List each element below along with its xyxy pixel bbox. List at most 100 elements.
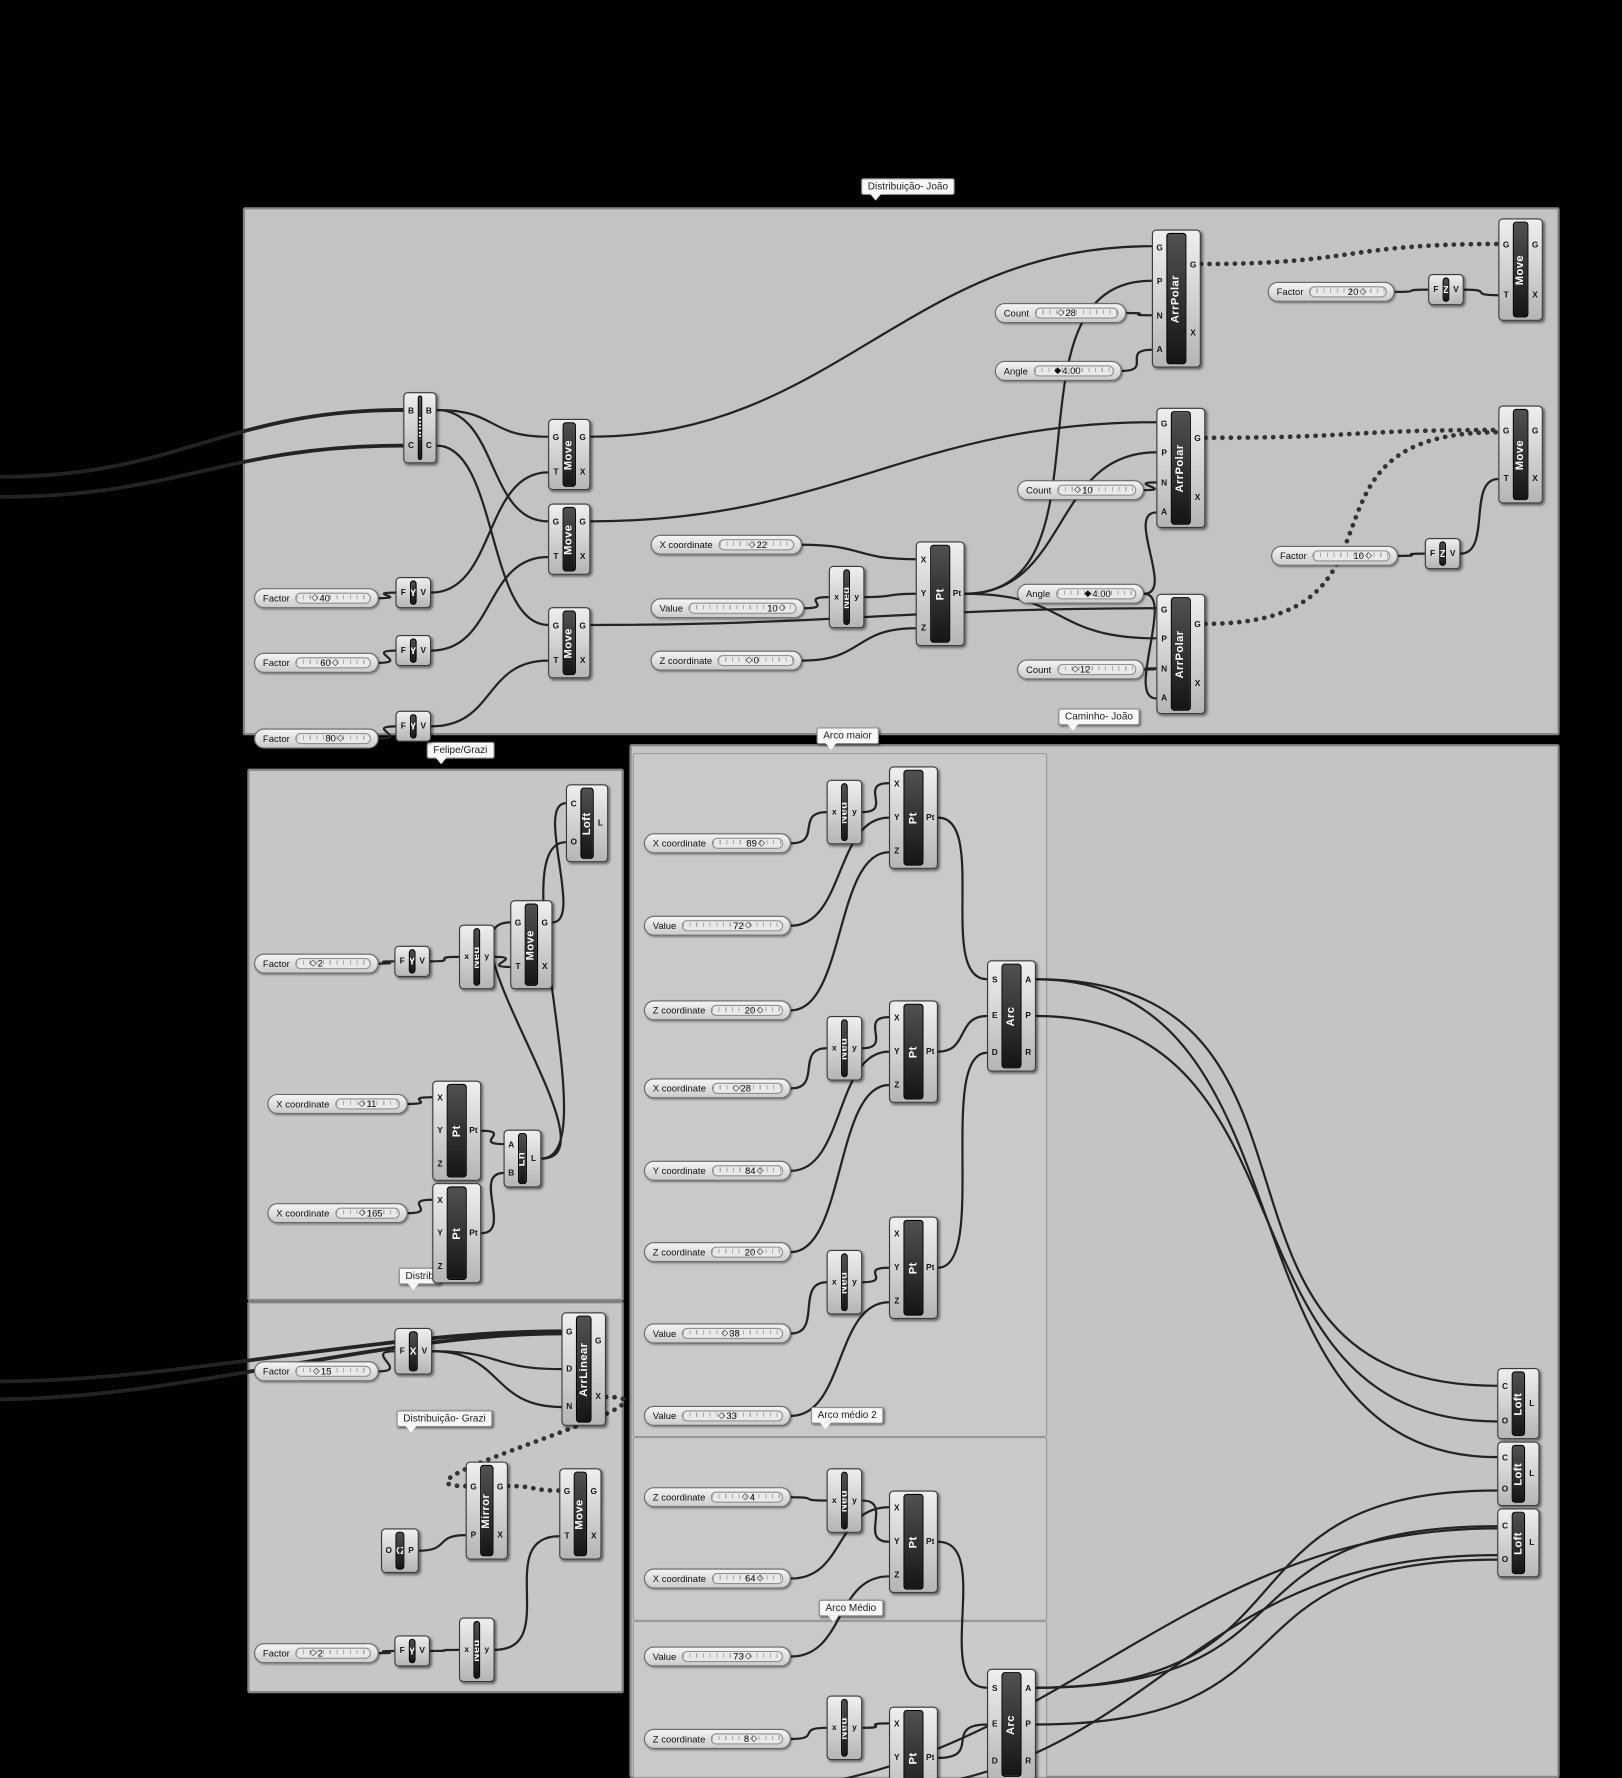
port-out-L[interactable]: L bbox=[1529, 1537, 1535, 1548]
wire[interactable] bbox=[790, 1050, 889, 1172]
wire[interactable] bbox=[436, 408, 549, 438]
slider-track[interactable]: ◇10 bbox=[1056, 484, 1137, 496]
slider-value[interactable]: ◇22 bbox=[748, 539, 767, 550]
port-out-X[interactable]: X bbox=[1194, 492, 1201, 503]
port-in-O[interactable]: O bbox=[1501, 1554, 1509, 1565]
slider-track[interactable]: 60◇ bbox=[295, 657, 371, 669]
group-tag-6[interactable]: Arco médio 2 bbox=[810, 1406, 884, 1430]
port-in-Y[interactable]: Y bbox=[893, 1536, 900, 1547]
wire[interactable] bbox=[964, 592, 1157, 640]
slider-value[interactable]: ◇15 bbox=[313, 1366, 332, 1377]
wire-dashed[interactable] bbox=[505, 1483, 562, 1493]
port-out-Pt[interactable]: Pt bbox=[926, 1262, 935, 1273]
wire[interactable] bbox=[1463, 288, 1499, 297]
wire[interactable] bbox=[552, 802, 567, 924]
port-in-X[interactable]: X bbox=[437, 1092, 443, 1103]
slider-track[interactable]: ◇11 bbox=[335, 1098, 400, 1110]
wire[interactable] bbox=[937, 1540, 988, 1689]
slider-value[interactable]: ◇4 bbox=[742, 1491, 755, 1502]
wire[interactable] bbox=[378, 960, 395, 965]
wire[interactable] bbox=[494, 955, 511, 969]
slider-knob-icon[interactable]: ◇ bbox=[744, 919, 752, 930]
slider-knob-icon[interactable]: ◇ bbox=[745, 654, 753, 665]
wire[interactable] bbox=[1394, 288, 1429, 293]
wire[interactable] bbox=[481, 1171, 504, 1235]
slider-xcoord-11[interactable]: X coordinate◇11 bbox=[267, 1093, 408, 1114]
port-in-A[interactable]: A bbox=[1156, 344, 1163, 355]
port-out-X[interactable]: X bbox=[497, 1529, 503, 1540]
port-out-R[interactable]: R bbox=[1025, 1047, 1032, 1058]
port-in-Z[interactable]: Z bbox=[920, 622, 927, 633]
wire[interactable] bbox=[964, 451, 1157, 595]
port-in-X[interactable]: X bbox=[893, 1719, 900, 1730]
port-in-G[interactable]: G bbox=[1160, 418, 1168, 429]
port-out-V[interactable]: V bbox=[420, 721, 427, 732]
port-out-G[interactable]: G bbox=[1194, 433, 1201, 444]
port-out-Pt[interactable]: Pt bbox=[926, 1046, 935, 1057]
port-out-y[interactable]: y bbox=[484, 1644, 490, 1655]
slider-track[interactable]: 10◇ bbox=[1312, 550, 1391, 562]
port-in-D[interactable]: D bbox=[991, 1755, 998, 1766]
group-tag-5[interactable]: Distribuição- Grazi bbox=[396, 1410, 493, 1433]
slider-xcoord-28[interactable]: X coordinate◇28 bbox=[643, 1078, 791, 1099]
port-in-Y[interactable]: Y bbox=[920, 588, 927, 599]
slider-value-38[interactable]: Value◇38 bbox=[643, 1323, 791, 1344]
wire[interactable] bbox=[790, 1496, 827, 1502]
wire[interactable] bbox=[431, 471, 549, 594]
port-in-D[interactable]: D bbox=[566, 1363, 573, 1374]
slider-value[interactable]: 72◇ bbox=[733, 920, 752, 931]
slider-knob-icon[interactable]: ◇ bbox=[311, 592, 319, 603]
slider-knob-icon[interactable]: ◇ bbox=[721, 1327, 729, 1338]
port-in-S[interactable]: S bbox=[991, 1682, 998, 1693]
slider-value[interactable]: ◇28 bbox=[1057, 307, 1076, 318]
port-in-Y[interactable]: Y bbox=[893, 1046, 900, 1057]
port-in-P[interactable]: P bbox=[1161, 447, 1167, 458]
port-out-V[interactable]: V bbox=[419, 956, 425, 967]
port-out-G[interactable]: G bbox=[541, 917, 549, 928]
port-in-F[interactable]: F bbox=[399, 1645, 405, 1656]
slider-value[interactable]: 60◇ bbox=[320, 657, 339, 668]
port-out-Pt[interactable]: Pt bbox=[952, 588, 962, 599]
wire-dashed[interactable] bbox=[1203, 429, 1501, 627]
wire[interactable] bbox=[541, 841, 566, 1160]
component-xz[interactable]: OXZP bbox=[380, 1528, 419, 1573]
slider-value[interactable]: 10◇ bbox=[767, 602, 786, 613]
port-out-X[interactable]: X bbox=[595, 1391, 602, 1402]
port-out-X[interactable]: X bbox=[579, 551, 586, 562]
port-in-G[interactable]: G bbox=[565, 1326, 573, 1337]
port-in-A[interactable]: A bbox=[1161, 692, 1168, 703]
slider-value[interactable]: 10◇ bbox=[1353, 550, 1372, 561]
port-out-X[interactable]: X bbox=[541, 961, 548, 972]
slider-knob-icon[interactable]: ◇ bbox=[358, 1098, 366, 1109]
port-in-Z[interactable]: Z bbox=[894, 1569, 900, 1580]
wire[interactable] bbox=[1036, 1558, 1498, 1726]
port-in-Y[interactable]: Y bbox=[437, 1125, 443, 1136]
wire[interactable] bbox=[964, 279, 1152, 595]
slider-track[interactable]: ◆4.00 bbox=[1055, 588, 1137, 600]
group-tag-3[interactable]: Caminho- João bbox=[1058, 708, 1140, 731]
wire[interactable] bbox=[407, 1198, 433, 1215]
wire[interactable] bbox=[378, 649, 396, 664]
wire-dashed[interactable] bbox=[1203, 427, 1501, 441]
slider-value[interactable]: ◇33 bbox=[718, 1410, 737, 1421]
